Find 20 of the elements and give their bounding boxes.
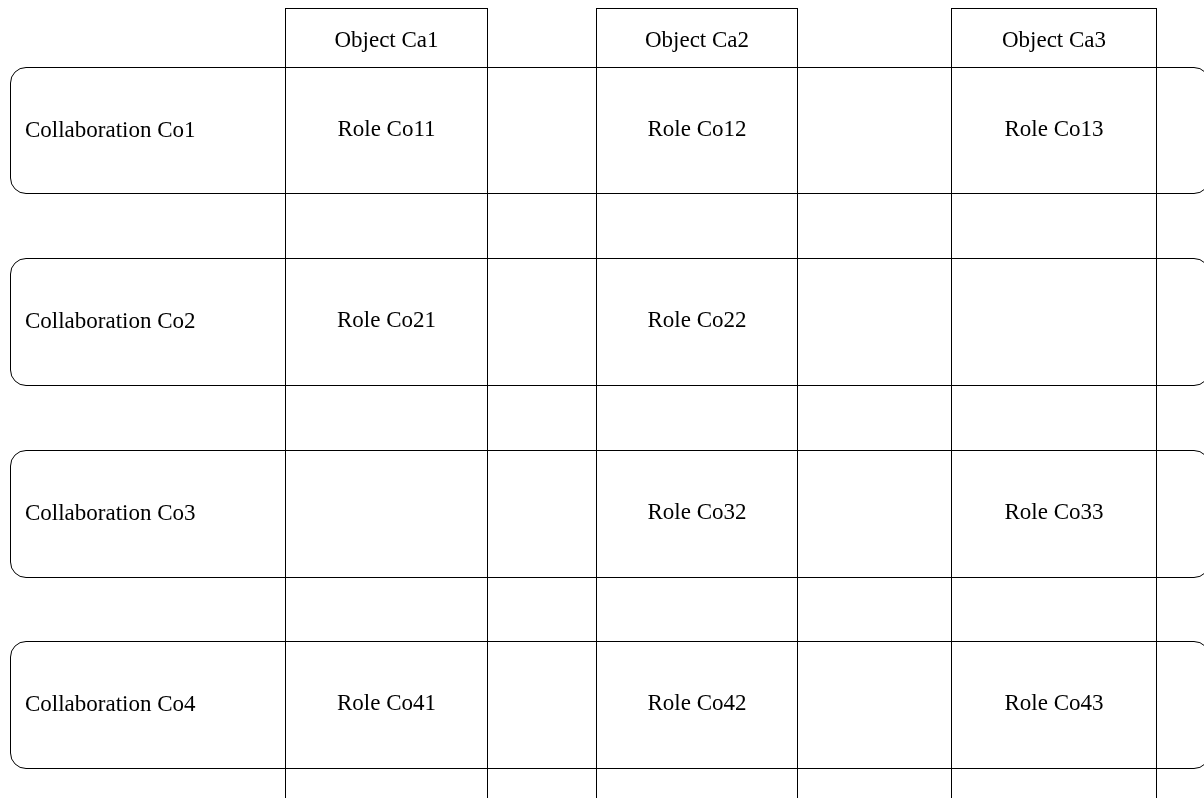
role-label: Role Co41 — [336, 690, 437, 716]
lane-label: Collaboration Co3 — [25, 500, 196, 526]
role-label: Role Co42 — [646, 690, 748, 716]
column-heading: Object Ca1 — [333, 27, 440, 53]
object-column — [596, 8, 798, 798]
role-label: Role Co32 — [646, 499, 748, 525]
role-label: Role Co13 — [1003, 115, 1105, 142]
lane-label: Collaboration Co2 — [25, 308, 196, 334]
role-label: Role Co12 — [646, 115, 748, 142]
role-label: Role Co21 — [336, 307, 437, 333]
column-heading: Object Ca3 — [1000, 27, 1108, 53]
column-heading: Object Ca2 — [643, 27, 751, 53]
role-label: Role Co33 — [1003, 499, 1105, 525]
lane-label: Collaboration Co1 — [25, 116, 196, 143]
object-column — [285, 8, 488, 798]
object-column — [951, 8, 1157, 798]
lane-label: Collaboration Co4 — [25, 691, 196, 717]
role-label: Role Co43 — [1003, 690, 1105, 716]
role-label: Role Co11 — [336, 115, 437, 142]
role-label: Role Co22 — [646, 307, 748, 333]
